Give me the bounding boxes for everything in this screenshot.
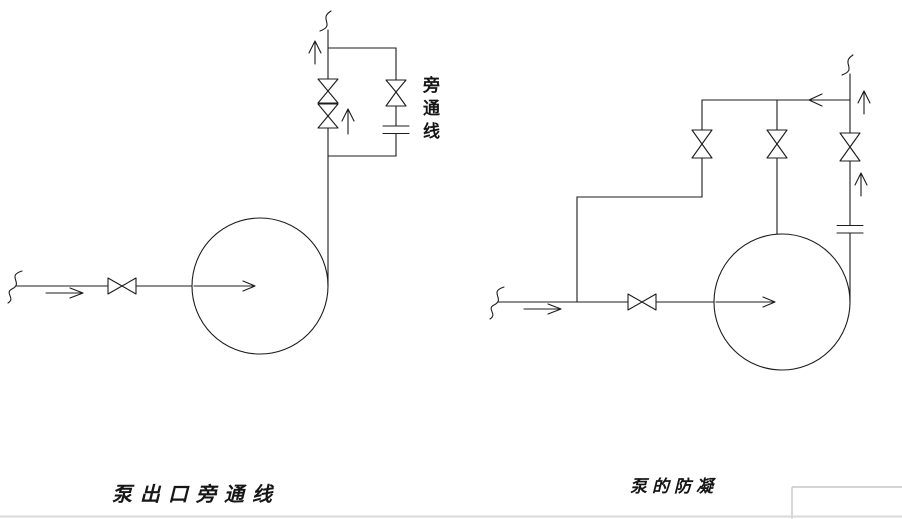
bypass-line-label: 旁通线 [420,76,439,145]
gate-valve-icon [317,78,339,104]
flow-arrow-up-icon [857,90,871,115]
bypass-pipe-upper [327,47,397,127]
pipe-break-icon [7,270,23,304]
gate-valve-icon [107,277,137,295]
right-diagram-caption: 泵的防凝 [630,477,718,496]
flow-arrow-left-icon [808,93,823,107]
flow-arrow-up-icon [308,40,322,65]
left-diagram-caption: 泵出口旁通线 [112,484,280,506]
anticondensation-branch-pipe [576,99,703,303]
pump-flow-arrow-icon [193,280,256,292]
gate-valve-icon [317,103,339,129]
flow-arrow-right-icon [523,303,562,315]
pipe-break-icon [841,54,854,76]
gate-valve-icon [627,293,657,311]
restriction-orifice-icon [836,224,864,234]
background-window-edge [0,486,902,519]
flow-arrow-up-icon [341,108,355,135]
left-diagram [7,10,410,355]
bypass-pipe-lower [327,132,397,157]
pipe-break-icon [319,10,332,32]
window-corner-line [791,486,902,519]
right-diagram [489,54,871,371]
gate-valve-icon [766,129,788,159]
gate-valve-icon [691,129,713,159]
flow-arrow-right-icon [45,287,84,299]
gate-valve-icon [385,79,407,107]
gate-valve-icon [839,132,861,162]
flow-arrow-up-icon [854,172,868,197]
pipe-break-icon [489,286,505,320]
restriction-orifice-icon [382,125,410,135]
pump-flow-arrow-icon [715,296,776,308]
